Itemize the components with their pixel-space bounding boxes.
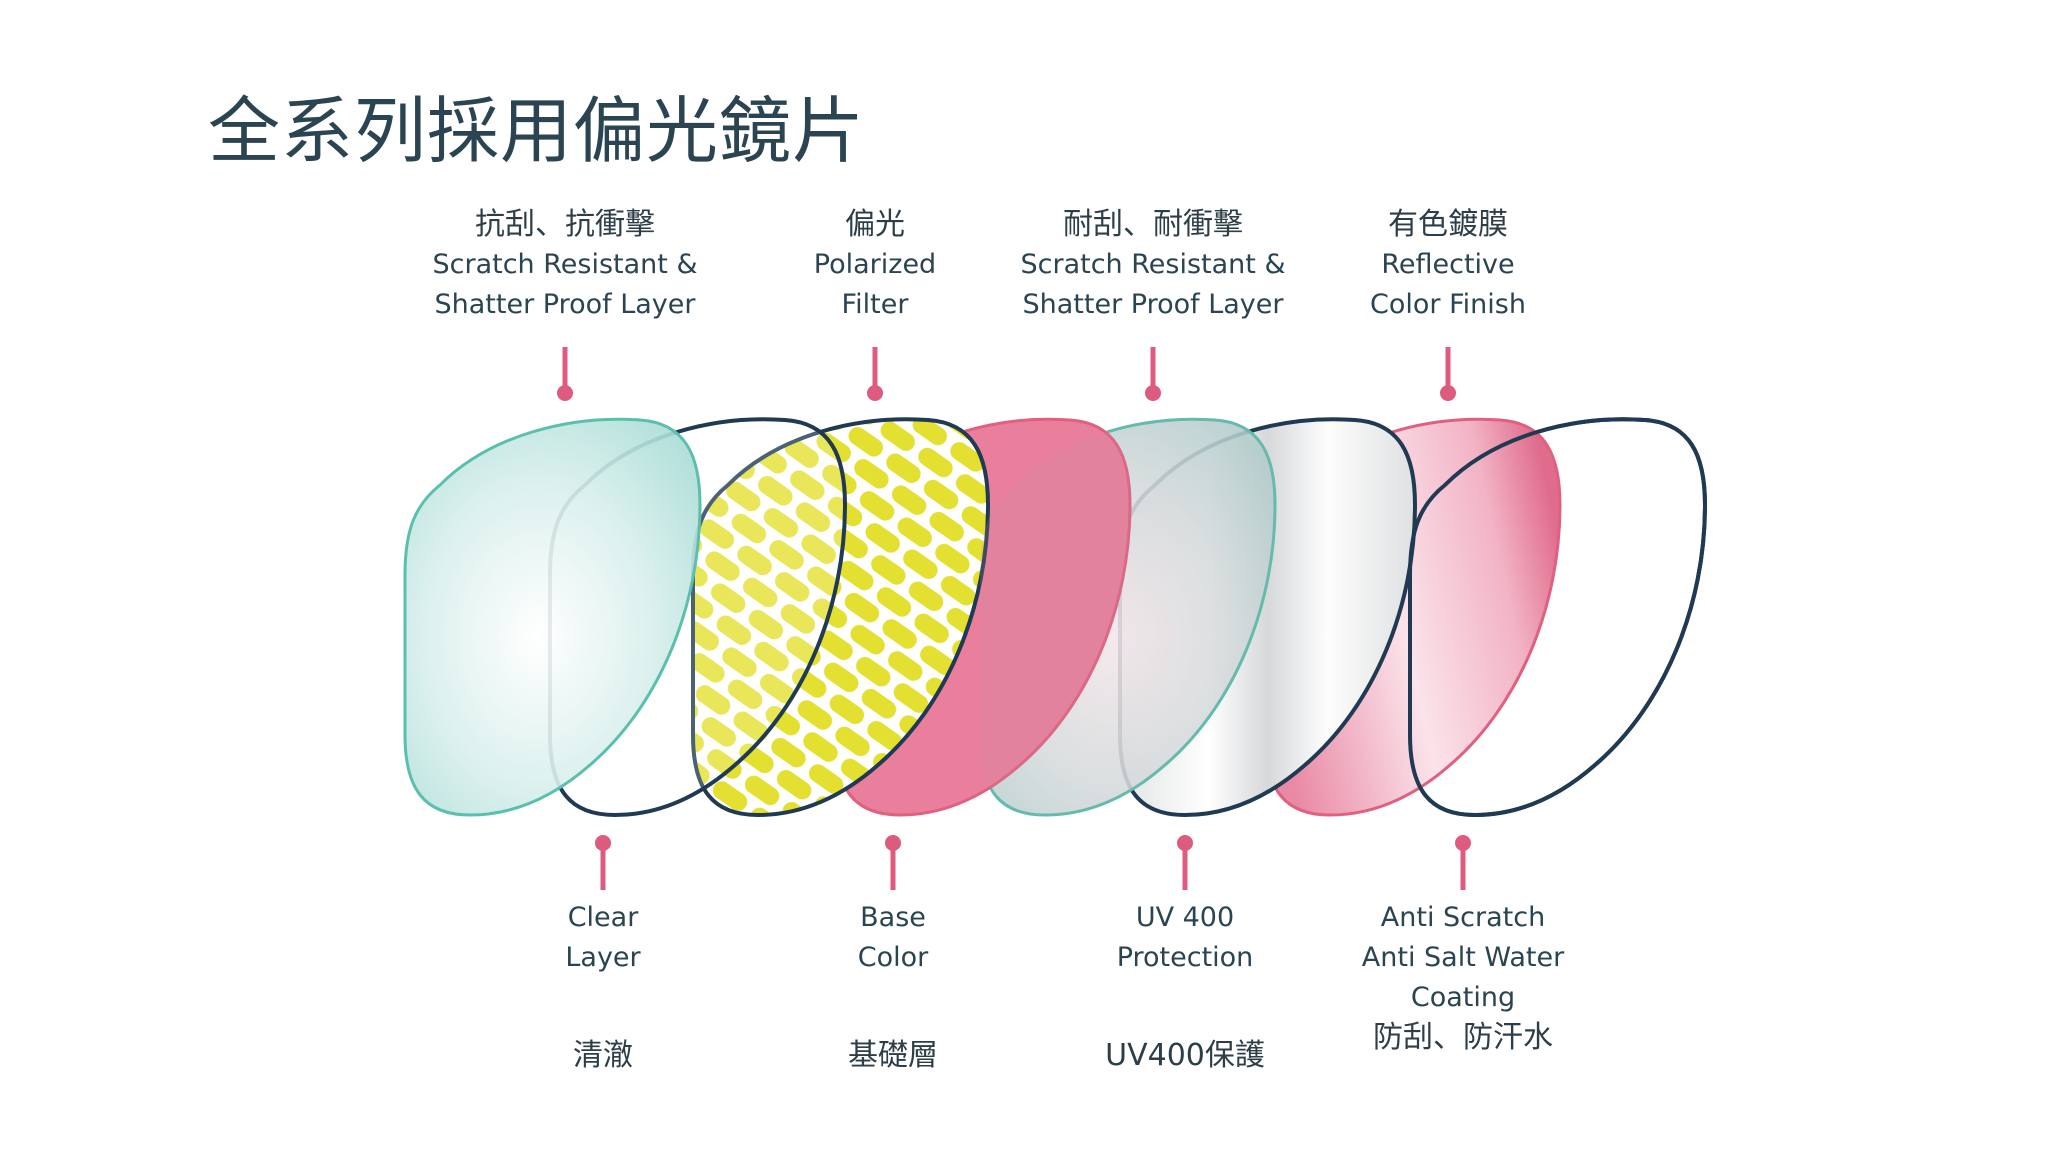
top-label-4-en-line1: Reflective xyxy=(1381,249,1515,280)
bottom-label-3-en-line2: Protection xyxy=(1116,942,1254,973)
bottom-label-1: Clear Layer 清澈 xyxy=(565,898,640,1076)
bottom-label-2: Base Color 基礎層 xyxy=(848,898,938,1076)
bottom-label-4-zh: 防刮、防汗水 xyxy=(1372,1020,1553,1055)
top-label-1-en-line1: Scratch Resistant & xyxy=(432,249,698,280)
top-label-3-zh: 耐刮、耐衝擊 xyxy=(1063,207,1243,242)
top-label-3: 耐刮、耐衝擊 Scratch Resistant & Shatter Proof… xyxy=(1020,205,1285,325)
bottom-label-1-en-line2: Layer xyxy=(565,942,641,973)
top-label-1: 抗刮、抗衝擊 Scratch Resistant & Shatter Proof… xyxy=(432,205,697,325)
bottom-label-1-zh: 清澈 xyxy=(573,1038,633,1073)
bottom-label-4: Anti Scratch Anti Salt Water Coating 防刮、… xyxy=(1362,898,1564,1058)
top-label-4-en-line2: Color Finish xyxy=(1370,289,1526,320)
bottom-pin-3 xyxy=(1177,835,1193,890)
bottom-label-1-en-line3 xyxy=(565,978,640,1018)
bottom-label-2-en-line1: Base xyxy=(860,902,926,933)
top-label-2: 偏光 Polarized Filter xyxy=(814,205,936,325)
bottom-label-4-en-line1: Anti Scratch xyxy=(1380,902,1546,933)
top-label-4: 有色鍍膜 Reflective Color Finish xyxy=(1370,205,1526,325)
top-label-4-zh: 有色鍍膜 xyxy=(1388,207,1508,242)
bottom-pin-4 xyxy=(1455,835,1471,890)
bottom-label-3: UV 400 Protection UV400保護 xyxy=(1105,898,1265,1076)
page-title: 全系列採用偏光鏡片 xyxy=(208,89,866,173)
bottom-label-4-en-line2: Anti Salt Water xyxy=(1361,942,1565,973)
bottom-label-1-en-line1: Clear xyxy=(567,902,639,933)
top-pin-1 xyxy=(557,347,573,401)
top-label-2-zh: 偏光 xyxy=(844,207,905,242)
bottom-label-2-zh: 基礎層 xyxy=(848,1038,938,1073)
top-pin-3 xyxy=(1145,347,1161,401)
bottom-label-3-en-line3 xyxy=(1105,978,1265,1018)
top-label-2-en-line1: Polarized xyxy=(813,249,937,280)
bottom-label-4-en-line3: Coating xyxy=(1410,982,1516,1013)
bottom-pin-1 xyxy=(595,835,611,890)
top-label-3-en-line2: Shatter Proof Layer xyxy=(1022,289,1284,320)
bottom-label-2-en-line3 xyxy=(848,978,938,1018)
bottom-label-2-en-line2: Color xyxy=(857,942,929,973)
top-label-1-zh: 抗刮、抗衝擊 xyxy=(475,207,655,242)
bottom-label-3-zh: UV400保護 xyxy=(1105,1038,1265,1073)
bottom-pin-2 xyxy=(885,835,901,890)
top-pin-4 xyxy=(1440,347,1456,401)
bottom-label-3-en-line1: UV 400 xyxy=(1135,902,1235,933)
top-pin-2 xyxy=(867,347,883,401)
top-label-3-en-line1: Scratch Resistant & xyxy=(1020,249,1286,280)
top-label-1-en-line2: Shatter Proof Layer xyxy=(434,289,696,320)
top-label-2-en-line2: Filter xyxy=(841,289,909,320)
